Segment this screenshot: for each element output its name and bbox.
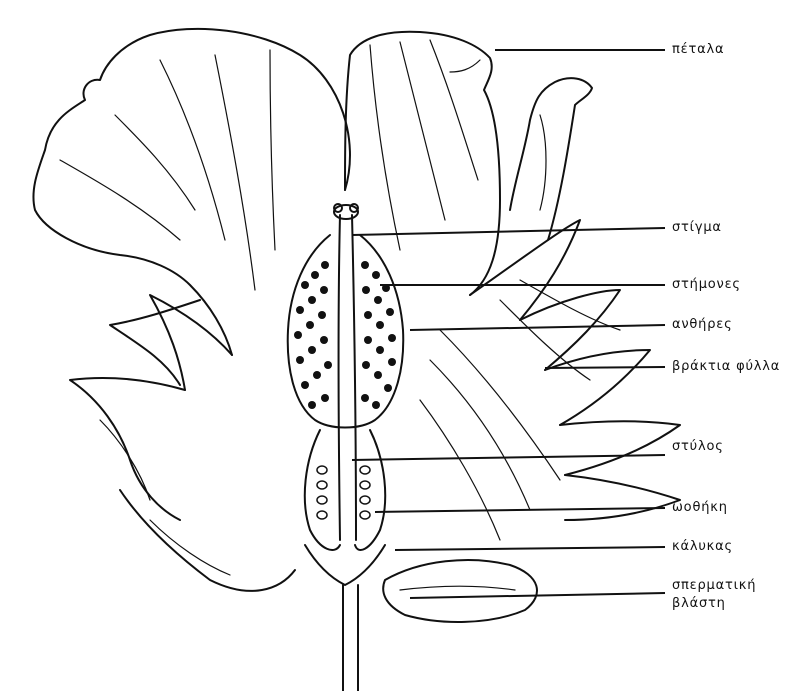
anther-cluster: [288, 235, 404, 428]
right-petal: [345, 32, 500, 295]
left-petal: [33, 29, 350, 355]
label-seed-shoot-line1: σπερματική: [672, 578, 756, 594]
label-calyx: κάλυκας: [672, 539, 733, 555]
ovules: [317, 466, 370, 519]
leader-stigma: [352, 228, 665, 235]
leader-anthers: [410, 325, 665, 330]
leader-bracts: [545, 367, 665, 368]
label-stigma: στίγμα: [672, 220, 722, 236]
leader-calyx: [395, 547, 665, 550]
leader-ovary: [375, 508, 665, 512]
style-column: [339, 215, 341, 540]
label-bracts: βράκτια φύλλα: [672, 359, 780, 375]
label-seed-shoot-line2: βλάστη: [672, 596, 726, 612]
anther-dots: [294, 261, 396, 409]
label-anthers: ανθήρες: [672, 317, 733, 333]
label-style: στύλος: [672, 439, 724, 455]
label-ovary: ωοθήκη: [672, 500, 728, 516]
label-petals: πέταλα: [672, 42, 724, 58]
label-stamens: στήμονες: [672, 277, 741, 293]
